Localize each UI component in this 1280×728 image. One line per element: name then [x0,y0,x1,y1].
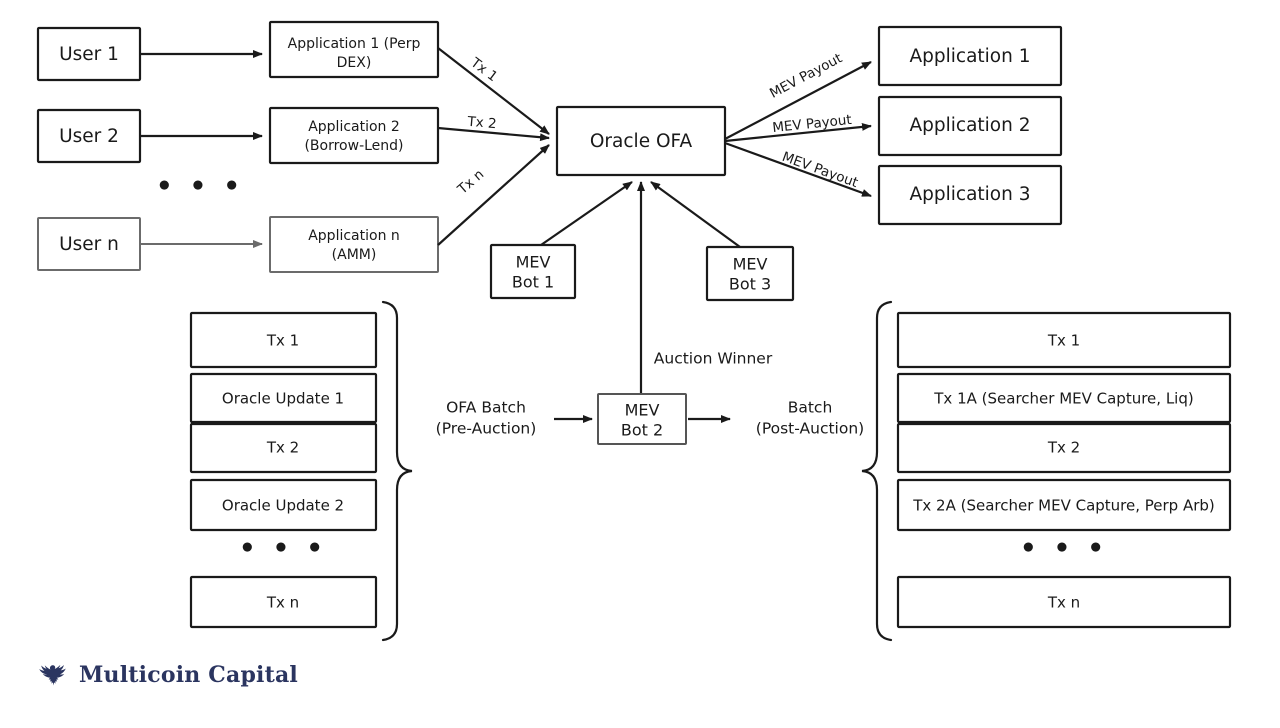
post-auction-batch-item-4: Tx 2A (Searcher MEV Capture, Perp Arb) [896,478,1232,532]
pre-auction-label-line1: OFA Batch [446,399,526,417]
post-auction-batch-item-5: Tx n [896,575,1232,629]
users-ellipsis: • • • [156,172,244,202]
edge-bot1-to-hub [540,181,633,246]
pre-auction-batch-item-5: Tx n [189,575,378,629]
user-node-n: User n [37,217,141,271]
user-node-n-label: User n [59,234,119,255]
pre-auction-batch-item-1-label: Tx 1 [266,332,299,350]
post-auction-batch-item-3: Tx 2 [896,422,1232,474]
user-node-2-label: User 2 [59,126,119,147]
mev-bot-2-node: MEV Bot 2 [597,393,687,445]
target-app-3: Application 3 [877,164,1063,226]
mev-bot-3-label-line1: MEV [733,255,768,274]
post-auction-batch-item-1-label: Tx 1 [1047,332,1080,350]
pre-auction-batch-item-2-label: Oracle Update 1 [222,390,344,408]
target-app-3-label: Application 3 [909,184,1030,205]
mev-bot-1-label-line1: MEV [516,253,551,272]
eagle-icon [39,664,66,686]
mev-bot-1-label-line2: Bot 1 [512,273,554,292]
pre-auction-batch-item-3: Tx 2 [189,422,378,474]
mev-bot-3-label-line2: Bot 3 [729,275,771,294]
pre-auction-batch-brace [381,300,413,642]
oracle-ofa-label: Oracle OFA [590,131,693,152]
auction-winner-label: Auction Winner [654,350,773,368]
pre-auction-batch-list: Tx 1 Oracle Update 1 Tx 2 Oracle Update … [189,300,413,642]
post-auction-batch-item-1: Tx 1 [896,311,1232,369]
user-node-1: User 1 [36,26,142,82]
source-app-1: Application 1 (Perp DEX) [268,20,440,79]
multicoin-capital-logo: Multicoin Capital [36,660,298,690]
edge-label-tx-2: Tx 2 [466,114,497,133]
edge-appn-to-hub [437,144,550,246]
edge-label-tx-n: Tx n [454,166,487,198]
post-auction-batch-ellipsis: • • • [1020,534,1108,564]
post-auction-batch-item-2: Tx 1A (Searcher MEV Capture, Liq) [896,372,1232,424]
post-auction-label-line1: Batch [788,399,833,417]
pre-auction-batch-item-2: Oracle Update 1 [189,372,378,424]
pre-auction-batch-item-5-label: Tx n [266,594,299,612]
post-auction-batch-item-5-label: Tx n [1047,594,1080,612]
edge-label-mev-payout-1: MEV Payout [767,50,845,102]
source-app-1-label-line1: Application 1 (Perp [288,36,421,52]
pre-auction-batch-item-3-label: Tx 2 [266,439,299,457]
edge-bot3-to-hub [650,181,741,248]
edge-label-tx-1: Tx 1 [467,54,501,85]
user-node-1-label: User 1 [59,44,119,65]
post-auction-batch-item-2-label: Tx 1A (Searcher MEV Capture, Liq) [933,390,1193,408]
pre-auction-label-line2: (Pre-Auction) [436,420,537,438]
pre-auction-batch-item-1: Tx 1 [189,311,378,369]
post-auction-batch-item-4-label: Tx 2A (Searcher MEV Capture, Perp Arb) [912,497,1215,515]
mev-bot-2-label-line1: MEV [625,401,660,420]
source-app-1-label-line2: DEX) [337,55,372,71]
logo-wordmark: Multicoin Capital [79,662,298,688]
edge-hub-to-app1 [724,61,872,140]
target-app-1-label: Application 1 [909,46,1030,67]
source-app-n-label-line1: Application n [308,228,400,244]
mev-bot-3-node: MEV Bot 3 [705,245,795,302]
edge-hub-to-app2 [724,122,872,143]
post-auction-batch-brace [861,300,893,642]
source-app-2-label-line2: (Borrow-Lend) [304,138,403,154]
edge-app2-to-hub [437,126,550,142]
post-auction-batch-item-3-label: Tx 2 [1047,439,1080,457]
target-app-2: Application 2 [877,95,1063,157]
edge-app1-to-hub [437,47,550,135]
post-auction-batch-list: Tx 1 Tx 1A (Searcher MEV Capture, Liq) T… [861,300,1232,642]
edge-hub-to-app3 [724,141,872,198]
mev-bot-1-node: MEV Bot 1 [489,243,577,300]
source-app-2: Application 2 (Borrow-Lend) [268,106,440,165]
target-app-1: Application 1 [877,25,1063,87]
pre-auction-batch-ellipsis: • • • [239,534,327,564]
post-auction-label-line2: (Post-Auction) [756,420,864,438]
pre-auction-batch-item-4-label: Oracle Update 2 [222,497,344,515]
user-node-2: User 2 [36,108,142,164]
source-app-n-label-line2: (AMM) [332,247,377,263]
edge-label-mev-payout-3: MEV Payout [780,149,860,191]
oracle-ofa-node: Oracle OFA [555,105,727,177]
source-app-2-label-line1: Application 2 [308,119,400,135]
mev-bot-2-label-line2: Bot 2 [621,421,663,440]
source-app-n: Application n (AMM) [269,216,439,273]
target-app-2-label: Application 2 [909,115,1030,136]
pre-auction-batch-item-4: Oracle Update 2 [189,478,378,532]
